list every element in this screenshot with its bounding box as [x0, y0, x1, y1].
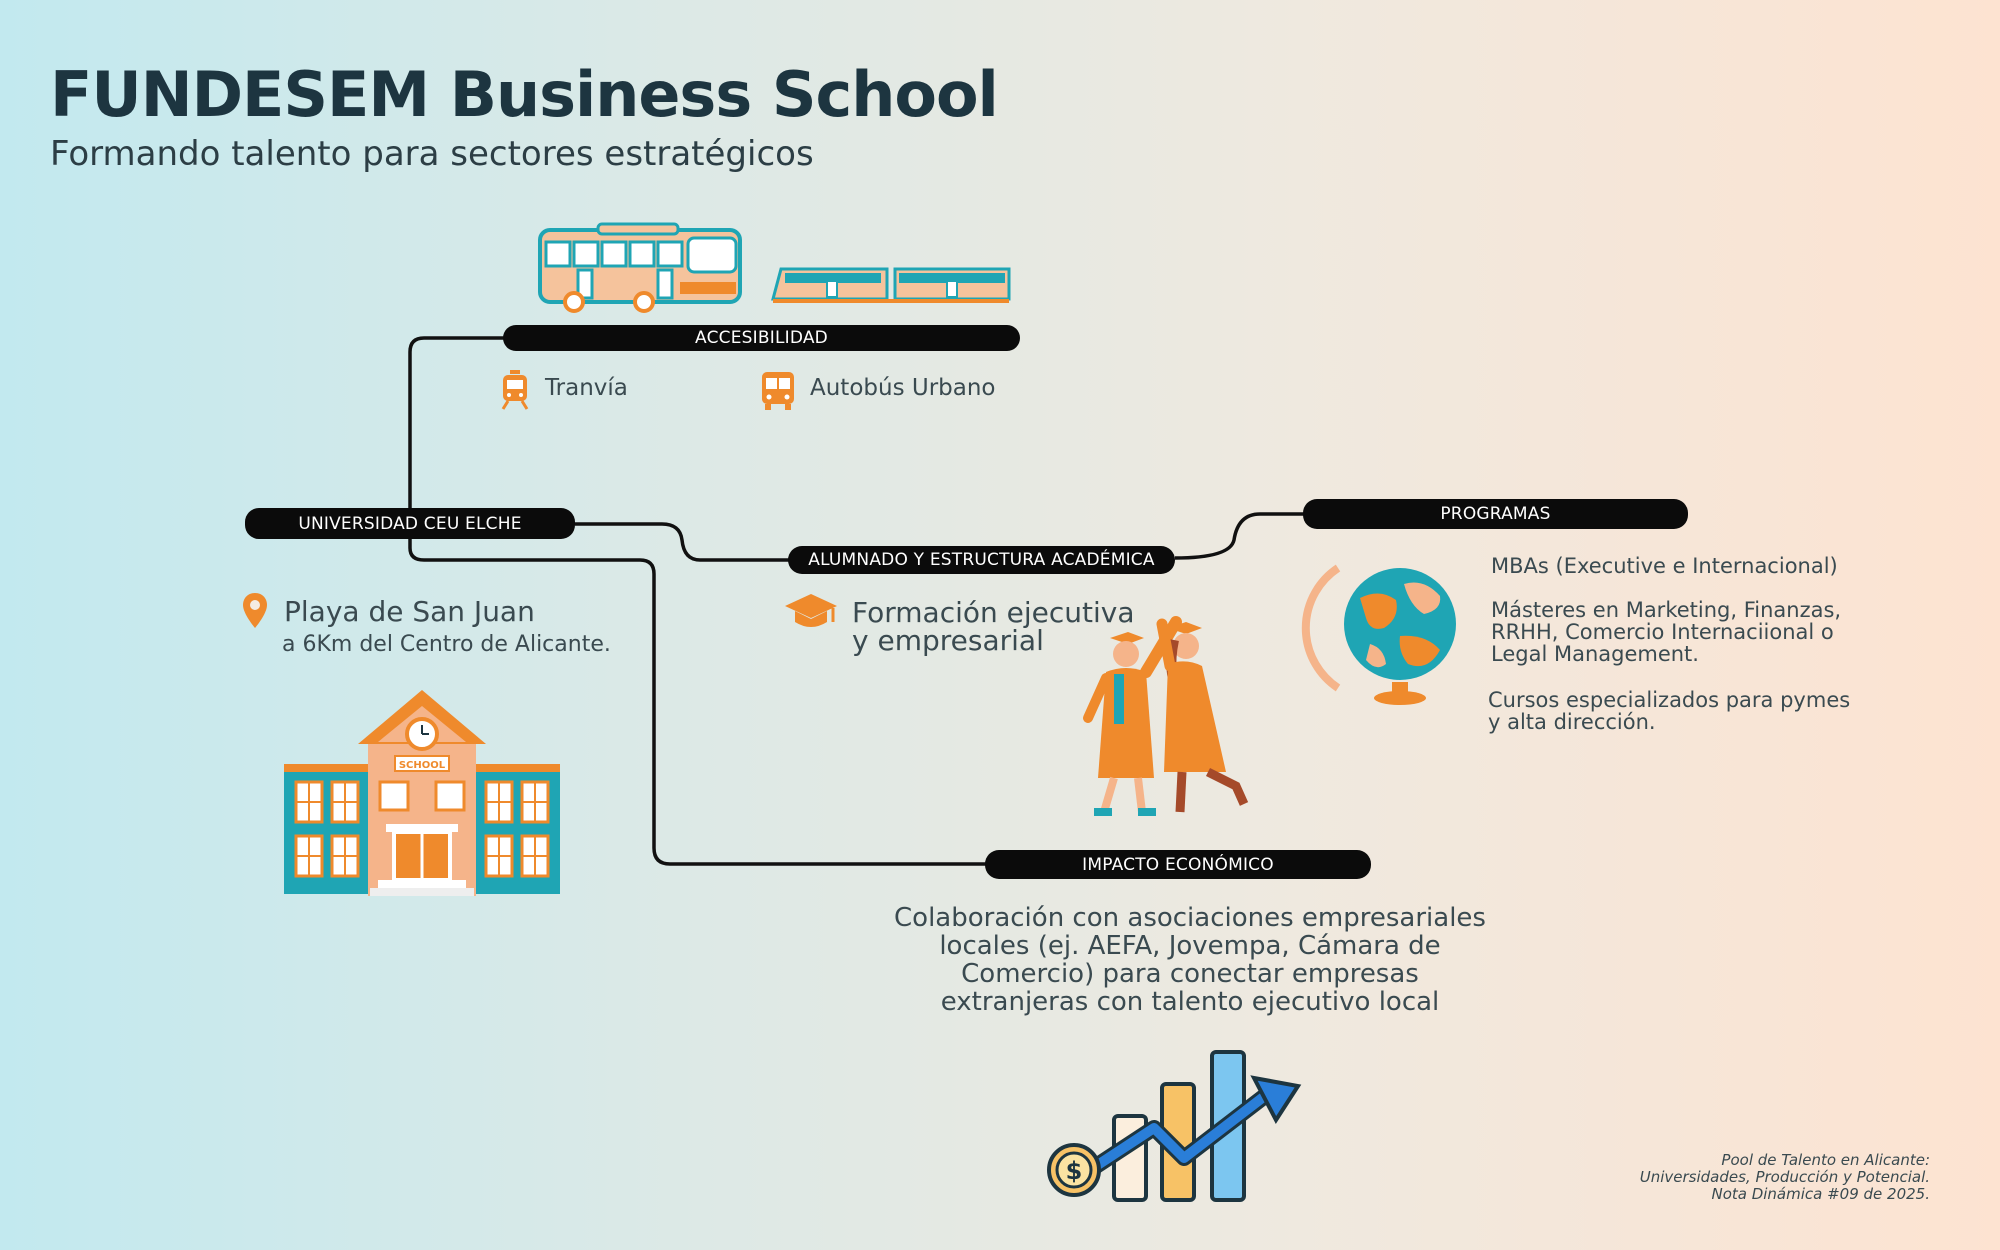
footer-line3: Nota Dinámica #09 de 2025.	[1711, 1185, 1930, 1203]
impacto-line4: extranjeras con talento ejecutivo local	[940, 987, 1440, 1017]
node-accesibilidad: ACCESIBILIDAD	[503, 325, 1020, 351]
impacto-line2: locales (ej. AEFA, Jovempa, Cámara de	[939, 931, 1441, 961]
page-title: FUNDESEM Business School	[50, 58, 999, 131]
node-universidad: UNIVERSIDAD CEU ELCHE	[245, 508, 575, 539]
programa-mbas: MBAs (Executive e Internacional)	[1491, 554, 1838, 578]
tram-illustration	[771, 267, 1011, 303]
bar-chart-growth-icon	[1079, 1050, 1302, 1202]
impacto-line3: Comercio) para conectar empresas	[961, 959, 1419, 989]
school-building-icon: SCHOOL	[284, 690, 560, 896]
node-programas: PROGRAMAS	[1303, 499, 1688, 529]
footer-line2: Universidades, Producción y Potencial.	[1639, 1168, 1930, 1186]
graduates-icon	[1083, 616, 1249, 816]
dollar-coin-icon: $	[1047, 1143, 1101, 1197]
bus-icon	[762, 372, 794, 410]
location-text: Playa de San Juan	[284, 595, 535, 628]
school-sign: SCHOOL	[399, 760, 446, 771]
tram-icon	[501, 370, 529, 410]
location-pin-icon	[243, 593, 267, 628]
page-subtitle: Formando talento para sectores estratégi…	[50, 134, 814, 174]
graduation-cap-icon	[785, 594, 837, 627]
globe-icon	[1301, 564, 1456, 705]
autobus-label: Autobús Urbano	[810, 375, 996, 401]
programa-masteres-line1: Másteres en Marketing, Finanzas,	[1491, 598, 1842, 622]
node-alumnado: ALUMNADO Y ESTRUCTURA ACADÉMICA	[788, 546, 1175, 574]
programa-cursos-line2: y alta dirección.	[1488, 710, 1656, 734]
alumnado-line2: y empresarial	[852, 624, 1044, 657]
footer-line1: Pool de Talento en Alicante:	[1721, 1151, 1930, 1169]
distance-text: a 6Km del Centro de Alicante.	[282, 632, 611, 657]
coin-symbol: $	[1066, 1157, 1083, 1185]
tranvia-label: Tranvía	[545, 375, 628, 401]
programa-masteres-line3: Legal Management.	[1491, 642, 1699, 666]
bus-illustration	[538, 222, 742, 313]
impacto-line1: Colaboración con asociaciones empresaria…	[894, 903, 1486, 933]
alumnado-line1: Formación ejecutiva	[852, 596, 1135, 629]
programa-masteres-line2: RRHH, Comercio Internaciional o	[1491, 620, 1834, 644]
node-impacto: IMPACTO ECONÓMICO	[985, 850, 1371, 879]
programa-cursos-line1: Cursos especializados para pymes	[1488, 688, 1851, 712]
